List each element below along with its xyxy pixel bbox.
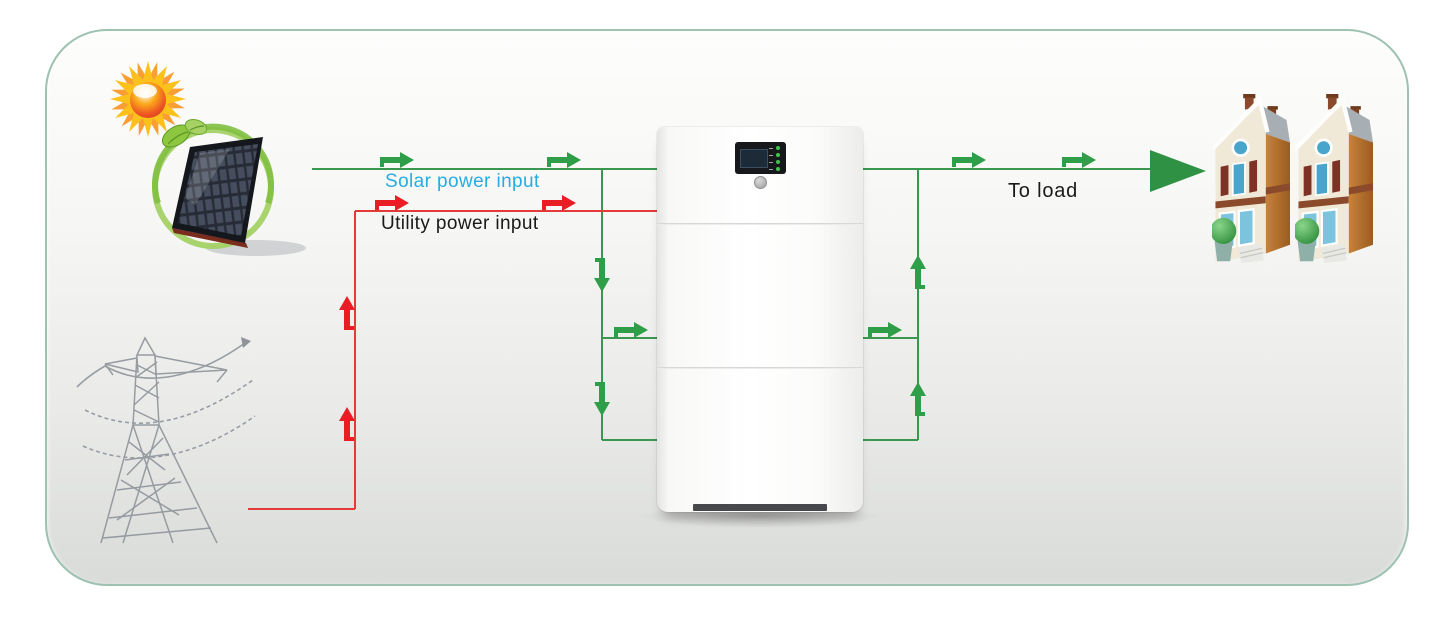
- unit-display-screen: [740, 149, 768, 168]
- unit-base: [693, 504, 827, 511]
- led-tick: [769, 148, 773, 149]
- status-led: [776, 160, 780, 164]
- status-led: [776, 167, 780, 171]
- unit-module-seam: [657, 223, 863, 225]
- unit-power-button: [754, 176, 767, 189]
- solar-power-input-label: Solar power input: [385, 171, 540, 192]
- unit-display-panel: [735, 142, 786, 174]
- battery-inverter-unit: [657, 127, 863, 512]
- houses-icon: [1205, 80, 1390, 275]
- utility-tower-icon: [76, 336, 256, 544]
- house: [1293, 94, 1373, 263]
- to-load-label: To load: [1008, 180, 1079, 202]
- house: [1210, 94, 1290, 263]
- unit-module-seam: [657, 367, 863, 369]
- led-tick: [769, 155, 773, 156]
- status-led: [776, 153, 780, 157]
- utility-power-input-label: Utility power input: [381, 213, 539, 234]
- sun-icon: [110, 61, 186, 137]
- solar-panel-icon: [152, 119, 306, 256]
- led-tick: [769, 169, 773, 170]
- led-tick: [769, 162, 773, 163]
- status-led: [776, 146, 780, 150]
